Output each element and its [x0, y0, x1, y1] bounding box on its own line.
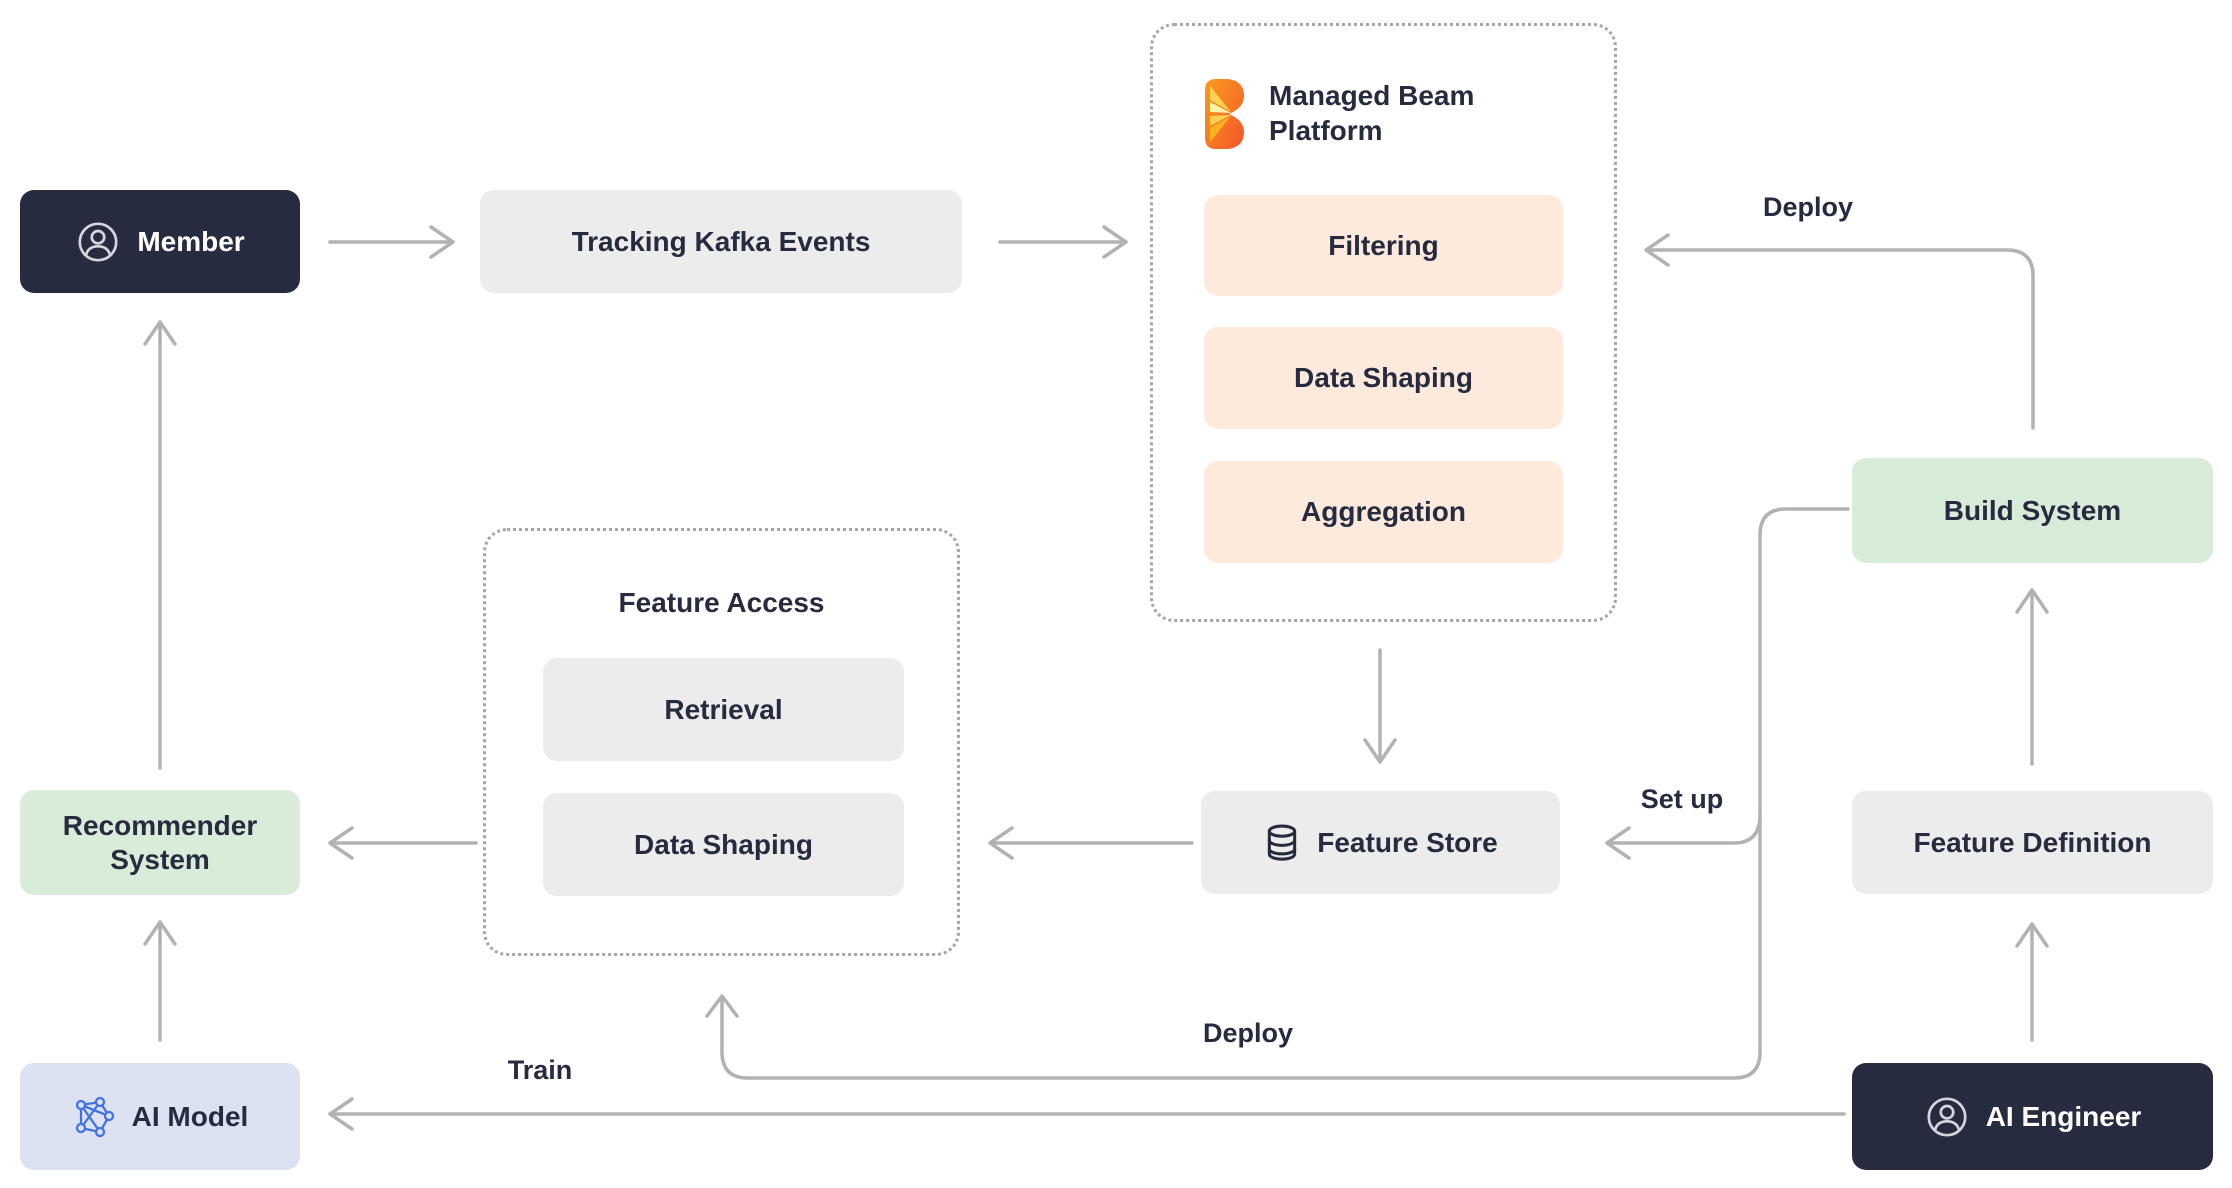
arrowhead-build-to-feature-access-deploy — [705, 994, 739, 1018]
node-tracking-kafka-events: Tracking Kafka Events — [480, 190, 962, 293]
arrowhead-build-to-beam-deploy — [1644, 233, 1670, 267]
arrow-build-to-beam-deploy — [1646, 248, 2035, 430]
node-ai-model: AI Model — [20, 1063, 300, 1170]
node-access-data-shaping-label: Data Shaping — [634, 828, 813, 860]
beam-platform-title: Managed Beam Platform — [1269, 80, 1475, 146]
node-aggregation-label: Aggregation — [1301, 496, 1466, 528]
edge-label-deploy-bottom: Deploy — [1202, 1018, 1294, 1048]
beam-logo-icon — [1203, 78, 1251, 150]
edge-label-deploy-top: Deploy — [1762, 192, 1854, 222]
arrowhead-aiengineer-to-aimodel-train — [328, 1097, 354, 1131]
container-feature-access: Feature Access Retrieval Data Shaping — [483, 528, 960, 956]
node-feature-definition: Feature Definition — [1852, 791, 2213, 894]
arrowhead-recommender-to-member — [143, 320, 177, 346]
node-retrieval: Retrieval — [543, 658, 904, 761]
arrowhead-aiengineer-to-featuredef — [2015, 922, 2049, 948]
node-member: Member — [20, 190, 300, 293]
arrowhead-feature-access-to-recommender — [328, 826, 354, 860]
node-member-label: Member — [137, 225, 245, 257]
node-access-data-shaping: Data Shaping — [543, 793, 904, 896]
node-feature-store-label: Feature Store — [1317, 826, 1498, 858]
node-build-system: Build System — [1852, 458, 2213, 563]
user-circle-icon — [75, 219, 121, 265]
arrow-setup-to-feature-store — [1607, 813, 1762, 845]
node-aggregation: Aggregation — [1204, 461, 1563, 563]
node-build-system-label: Build System — [1943, 494, 2122, 526]
edge-label-set-up: Set up — [1640, 784, 1724, 814]
node-ai-model-label: AI Model — [131, 1100, 249, 1132]
user-circle-icon — [1924, 1094, 1970, 1140]
node-filtering-label: Filtering — [1328, 229, 1439, 261]
node-feature-store: Feature Store — [1201, 791, 1560, 894]
node-ai-engineer-label: AI Engineer — [1985, 1100, 2142, 1132]
feature-access-title: Feature Access — [618, 587, 825, 618]
arrowhead-aimodel-to-recommender — [143, 920, 177, 946]
arrowhead-feature-store-to-feature-access — [988, 826, 1014, 860]
arrowhead-member-to-tracking — [429, 225, 455, 259]
node-recommender-system: Recommender System — [20, 790, 300, 895]
network-icon — [72, 1095, 116, 1139]
node-retrieval-label: Retrieval — [664, 693, 783, 725]
node-tracking-kafka-events-label: Tracking Kafka Events — [571, 225, 871, 257]
node-beam-data-shaping: Data Shaping — [1204, 327, 1563, 429]
arrowhead-featuredef-to-build — [2015, 588, 2049, 614]
node-feature-definition-label: Feature Definition — [1913, 826, 2152, 858]
beam-platform-header: Managed Beam Platform — [1203, 78, 1499, 150]
node-filtering: Filtering — [1204, 195, 1563, 296]
arrowhead-beam-to-feature-store — [1363, 738, 1397, 764]
node-beam-data-shaping-label: Data Shaping — [1294, 362, 1473, 394]
database-icon — [1263, 823, 1301, 863]
node-ai-engineer: AI Engineer — [1852, 1063, 2213, 1170]
container-managed-beam-platform: Managed Beam Platform Filtering Data Sha… — [1150, 23, 1617, 622]
node-recommender-system-label: Recommender System — [62, 810, 258, 875]
edge-label-train: Train — [507, 1055, 573, 1085]
arrowhead-setup-to-feature-store — [1605, 826, 1631, 860]
arrow-build-to-feature-access-deploy — [720, 507, 1850, 1080]
arrowhead-tracking-to-beam — [1102, 225, 1128, 259]
